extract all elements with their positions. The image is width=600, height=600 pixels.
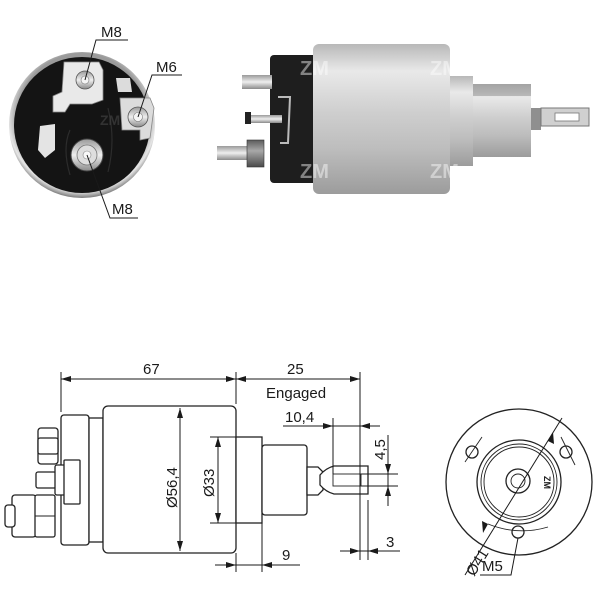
dim-label-3: 3 [386,534,394,551]
dim-33 [210,436,236,524]
housing [313,44,450,194]
terminal-cap-outline [4,414,104,546]
stud-top [242,75,272,89]
dim-m5-leader [480,537,519,576]
dim-10-4 [283,418,380,474]
watermark: ZM [100,112,120,128]
dim-note-engaged: Engaged [266,385,326,402]
neck [450,76,473,166]
dim-label-m5: M5 [482,558,503,575]
dim-label-4-5: 4,5 [372,439,389,460]
label-m6: M6 [156,59,177,76]
watermark: ZM [430,58,459,80]
end-view-leaders [84,39,182,219]
dim-label-67: 67 [143,361,160,378]
stud-bottom [217,146,247,160]
dim-label-56-4: Ø56,4 [164,467,181,508]
nut [246,139,265,168]
dim-56-4 [177,408,183,551]
watermark: ZM [430,161,459,183]
dim-9 [215,523,300,572]
plunger-housing [473,84,531,157]
watermark: ZM [300,161,329,183]
watermark: ZM [300,58,329,80]
zm-logo: ZM [542,476,552,489]
dim-25 [236,372,361,560]
dim-67 [60,372,237,412]
end-cap: ZM [9,52,155,198]
dim-4-5 [361,435,398,506]
neck-outline [235,436,263,524]
dim-label-9: 9 [282,547,290,564]
label-m8-bottom: M8 [112,201,133,218]
dim-3 [340,500,400,560]
dim-label-10-4: 10,4 [285,409,314,426]
lug-outline [319,465,369,495]
dim-label-33: Ø33 [201,469,218,497]
terminal-cap [270,55,318,183]
dim-label-25: 25 [287,361,304,378]
plunger-eye [505,468,531,494]
dim-41-line [464,417,563,576]
mount-hole [511,525,525,539]
label-m8-top: M8 [101,24,122,41]
stud-middle [245,115,282,123]
